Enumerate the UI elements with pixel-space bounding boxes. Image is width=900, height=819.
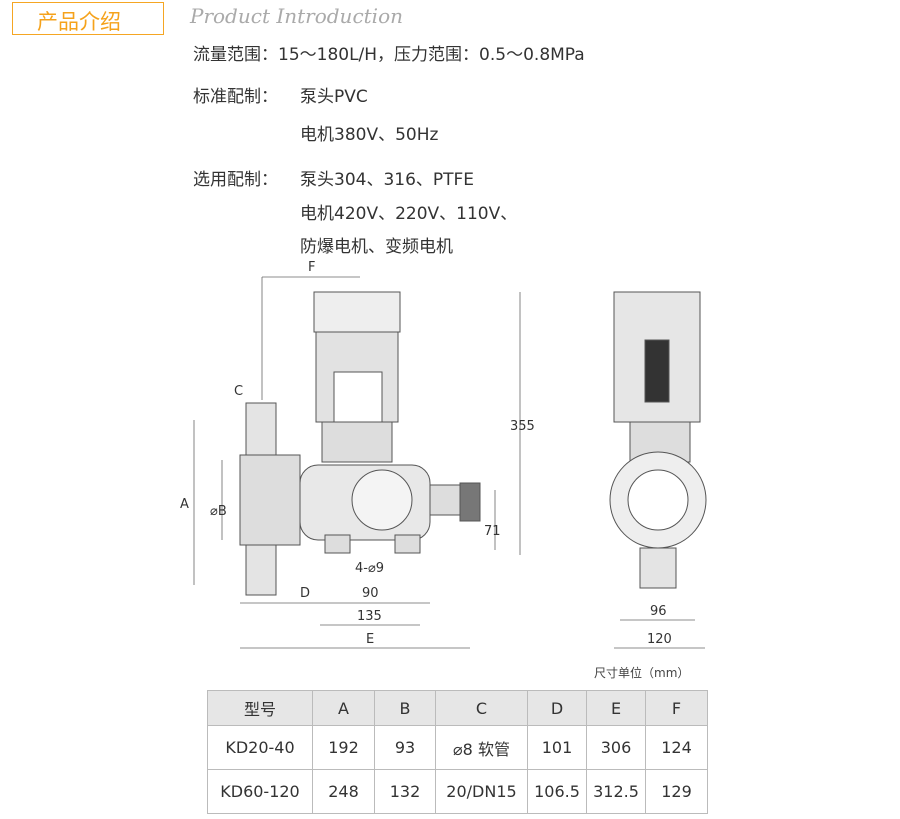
section-title: 产品介绍 [37,10,121,34]
dim-A: A [180,497,189,512]
side-view [609,291,707,589]
dim-F: F [308,260,315,275]
standard-config-2: 电机380V、50Hz [300,125,439,145]
dim-C: C [234,384,243,399]
dim-B: ⌀B [210,504,227,519]
section-subtitle: Product Introduction [190,4,403,28]
table-row: KD20-40 192 93 ⌀8 软管 101 306 124 [207,725,708,770]
cell: KD60-120 [207,769,313,814]
cell: 124 [645,725,708,770]
dim-D: D [300,586,310,601]
dim-90: 90 [362,586,379,601]
front-view [239,291,481,596]
dimension-lines [193,276,705,649]
cell: KD20-40 [207,725,313,770]
dim-E: E [366,632,374,647]
table-row: KD60-120 248 132 20/DN15 106.5 312.5 129 [207,769,708,814]
dim-holes: 4-⌀9 [355,561,384,576]
cell: 248 [312,769,375,814]
dim-96: 96 [650,604,667,619]
standard-config-1: 泵头PVC [300,87,368,107]
cell: 93 [374,725,436,770]
header-cell: F [645,690,708,726]
dim-355: 355 [510,419,535,434]
unit-note: 尺寸单位（mm） [594,666,690,680]
header-cell: B [374,690,436,726]
optional-config-1: 泵头304、316、PTFE [300,170,475,190]
optional-config-label: 选用配制： [193,170,278,190]
cell: 306 [586,725,646,770]
header-cell: 型号 [207,690,313,726]
cell: 101 [527,725,587,770]
dim-135: 135 [357,609,382,624]
dim-71: 71 [484,524,501,539]
dimension-table: 型号 A B C D E F KD20-40 192 93 ⌀8 软管 101 … [207,690,708,814]
optional-config-2: 电机420V、220V、110V、 [300,204,518,224]
cell: 192 [312,725,375,770]
header-cell: D [527,690,587,726]
optional-config-3: 防爆电机、变频电机 [300,237,453,257]
header-cell: C [435,690,528,726]
pump-dimension-drawing: F C A ⌀B 355 71 4-⌀9 D 90 135 E 96 120 [180,260,707,649]
cell: 106.5 [527,769,587,814]
cell: 129 [645,769,708,814]
header-cell: E [586,690,646,726]
header-cell: A [312,690,375,726]
standard-config-label: 标准配制： [193,87,278,107]
flow-pressure-range: 流量范围：15～180L/H，压力范围：0.5～0.8MPa [193,45,585,65]
section-header: 产品介绍 [12,2,164,35]
cell: 20/DN15 [435,769,528,814]
table-header-row: 型号 A B C D E F [207,690,708,726]
dim-120: 120 [647,632,672,647]
cell: 312.5 [586,769,646,814]
cell: 132 [374,769,436,814]
cell: ⌀8 软管 [435,725,528,770]
